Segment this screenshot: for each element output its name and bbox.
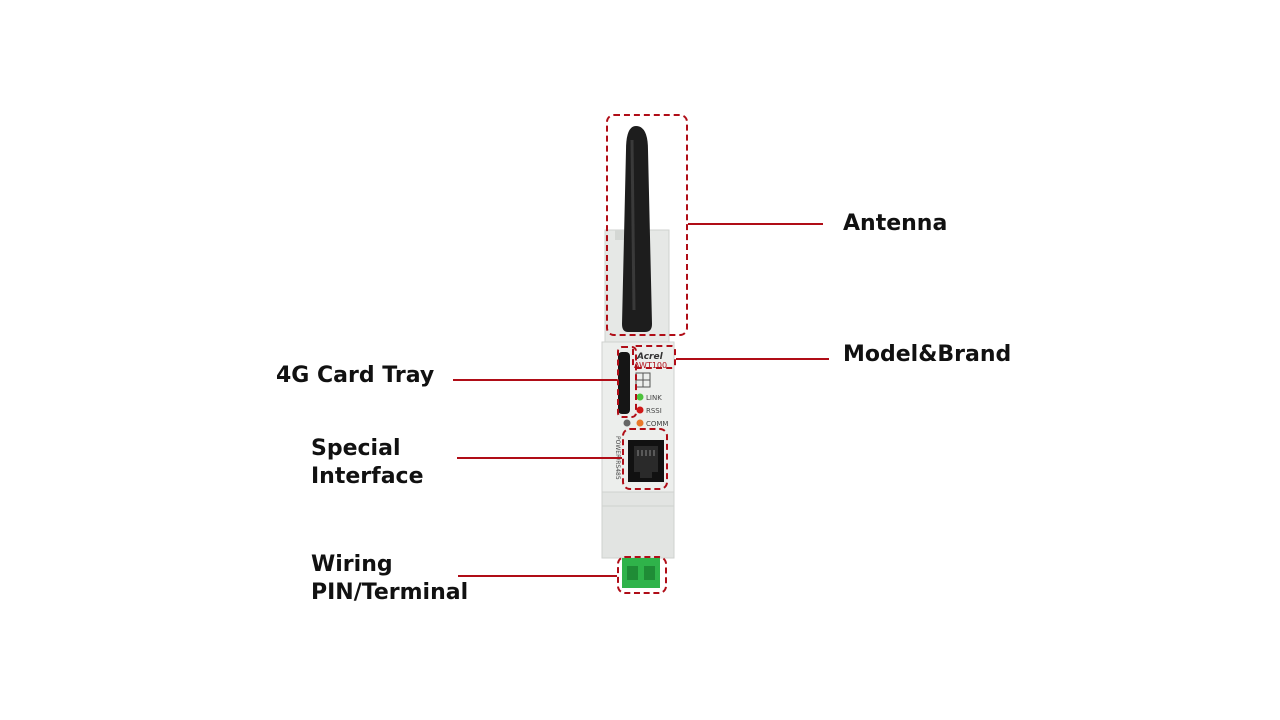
device-model: AWT100	[634, 361, 667, 370]
led-link	[636, 393, 644, 401]
terminal-block-icon	[622, 558, 660, 588]
model-brand-highlight-box	[632, 345, 676, 369]
callout-special-interface-line1: Special	[311, 436, 401, 461]
special-interface-leader-line	[457, 457, 622, 459]
antenna-icon	[622, 126, 652, 332]
rj45-port-icon	[628, 440, 664, 482]
callout-antenna: Antenna	[843, 211, 948, 236]
card-tray-highlight-box	[617, 346, 637, 418]
callout-wiring-line2: PIN/Terminal	[311, 580, 469, 605]
wiring-leader-line	[458, 575, 617, 577]
callout-wiring-line1: Wiring	[311, 552, 393, 577]
sim-card-slot-icon	[618, 352, 630, 414]
card-tray-leader-line	[453, 379, 617, 381]
callout-wiring: Wiring PIN/Terminal	[311, 551, 468, 607]
wiring-highlight-box	[617, 556, 667, 594]
led-rssi	[636, 406, 644, 414]
led-link-label: LINK	[646, 394, 662, 402]
antenna-leader-line	[688, 223, 823, 225]
callout-special-interface: Special Interface	[311, 435, 424, 491]
led-comm-label: COMM	[646, 420, 668, 428]
antenna-highlight-box	[606, 114, 688, 336]
device-brand: Acrel	[636, 352, 664, 362]
model-brand-leader-line	[676, 358, 829, 360]
led-comm	[636, 419, 644, 427]
led-rssi-label: RSSI	[646, 407, 662, 415]
device-lower-housing	[601, 491, 675, 559]
callout-card-tray: 4G Card Tray	[276, 363, 435, 388]
special-interface-highlight-box	[622, 428, 668, 490]
callout-model-brand: Model&Brand	[843, 342, 1012, 367]
callout-special-interface-line2: Interface	[311, 464, 424, 489]
